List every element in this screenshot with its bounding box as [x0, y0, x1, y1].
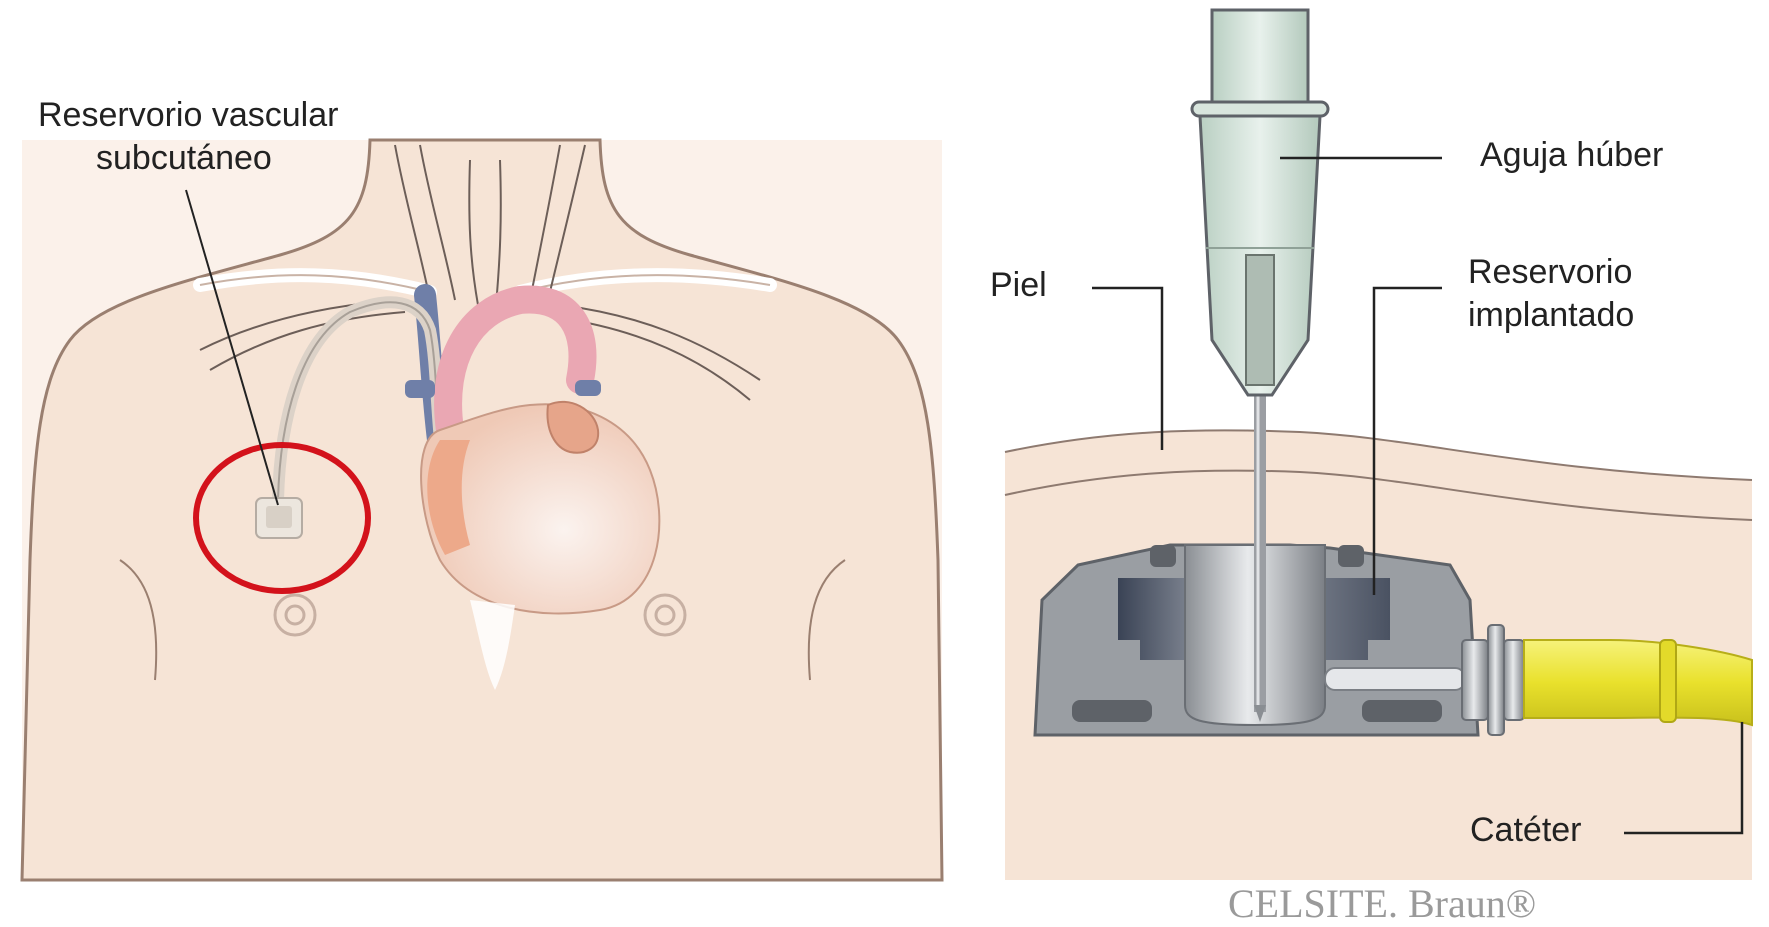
skin-leader-line: [1092, 288, 1162, 450]
catheter-ring: [1660, 640, 1676, 722]
vein-left: [405, 380, 435, 398]
needle-top-cap: [1212, 10, 1308, 108]
reservoir-label-line2: implantado: [1468, 295, 1634, 335]
reservoir-outlet: [1325, 668, 1465, 690]
needle-label: Aguja húber: [1480, 135, 1663, 175]
port-label-line2: subcutáneo: [96, 138, 272, 178]
port-label-line1: Reservorio vascular: [38, 95, 338, 135]
torso-illustration: [22, 140, 942, 880]
reservoir-slot-left: [1072, 700, 1152, 722]
catheter-label: Catéter: [1470, 810, 1582, 850]
needle-hub-inner: [1246, 255, 1274, 385]
catheter-yellow-tube: [1524, 640, 1752, 725]
needle-flange: [1192, 102, 1328, 116]
catheter-connector: [1462, 625, 1524, 735]
skin-label: Piel: [990, 265, 1047, 305]
reservoir-label-line1: Reservorio: [1468, 252, 1632, 292]
reservoir-wing-right: [1338, 545, 1364, 567]
reservoir-wing-left: [1150, 545, 1176, 567]
image-credit: CELSITE. Braun®: [1228, 880, 1536, 927]
vein-right: [575, 380, 601, 396]
reservoir-slot-right: [1362, 700, 1442, 722]
